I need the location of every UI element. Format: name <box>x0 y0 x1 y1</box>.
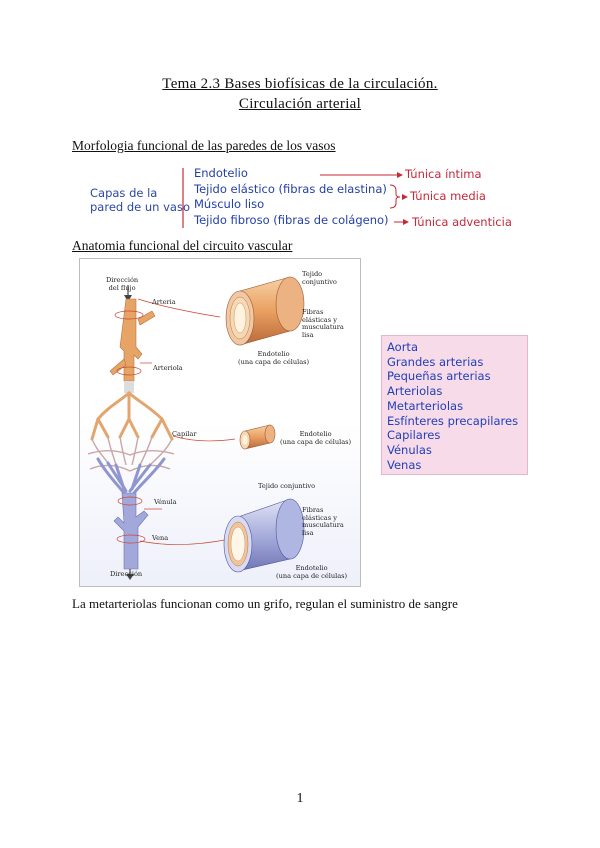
vessel-aorta: Aorta <box>387 340 418 354</box>
page-title-line1: Tema 2.3 Bases biofísicas de la circulac… <box>162 76 438 92</box>
label-fibras2-a: Fibras <box>302 506 324 514</box>
label-direccion-flujo-1: Dirección <box>106 276 139 284</box>
layers-list: Endotelio Tejido elástico (fibras de ela… <box>194 166 389 228</box>
label-fibras1-d: lisa <box>302 330 314 339</box>
artery-cross-section <box>225 276 305 346</box>
section-heading-morfologia: Morfologia funcional de las paredes de l… <box>72 138 336 153</box>
label-fibras2-d: lisa <box>302 528 314 537</box>
label-vena: Vena <box>152 534 169 542</box>
label-fibras1-b: elásticas y <box>302 315 337 324</box>
layer-tejido-elastico: Tejido elástico (fibras de elastina) <box>194 181 387 196</box>
vessel-pequenas-arterias: Pequeñas arterias <box>387 369 491 384</box>
layer-tejido-fibroso: Tejido fibroso (fibras de colágeno) <box>194 212 389 227</box>
tunica-intima: Túnica íntima <box>405 167 482 181</box>
label-fibras1-c: musculatura <box>302 323 344 331</box>
vessel-capilares: Capilares <box>387 428 441 443</box>
artery-trunk <box>119 298 143 382</box>
caps-label-line2: pared de un vaso <box>90 200 190 214</box>
label-endotelio3-b: (una capa de células) <box>276 571 348 580</box>
layers-brackets <box>182 168 409 228</box>
label-fibras1-a: Fibras <box>302 308 324 316</box>
label-venula: Vénula <box>154 498 177 506</box>
label-tejido1-b: conjuntivo <box>302 277 337 286</box>
tunica-adventicia: Túnica adventicia <box>412 215 512 229</box>
label-tejido1-a: Tejido <box>302 270 323 278</box>
layer-musculo-liso: Músculo liso <box>194 197 265 211</box>
label-arteriola: Arteriola <box>153 364 183 372</box>
tunica-media: Túnica media <box>410 189 486 203</box>
vascular-illustration <box>80 259 360 586</box>
label-endotelio1-b: (una capa de células) <box>238 357 310 366</box>
vessel-grandes-arterias: Grandes arterias <box>387 354 484 369</box>
label-fibras2-b: elásticas y <box>302 513 337 522</box>
label-direccion-flujo-2: del flujo <box>108 283 136 292</box>
vessel-metarteriolas: Metarteriolas <box>387 398 464 413</box>
vein-trunk <box>113 492 149 570</box>
vessel-types-box: Aorta Grandes arterias Pequeñas arterias… <box>381 335 528 475</box>
caps-label-line1: Capas de la <box>90 186 158 200</box>
label-endotelio1-a: Endotelio <box>257 350 290 358</box>
wall-layers-diagram: Capas de la pared de un vaso Endotelio T… <box>72 164 542 232</box>
label-capilar: Capilar <box>172 430 197 438</box>
body-paragraph: La metarteriolas funcionan como un grifo… <box>72 596 458 611</box>
layer-endotelio: Endotelio <box>194 166 248 180</box>
vessel-venulas: Vénulas <box>387 442 432 457</box>
vessel-esfinteres: Esfínteres precapilares <box>387 413 519 428</box>
label-endotelio2-b: (una capa de células) <box>280 437 352 446</box>
label-endotelio2-a: Endotelio <box>299 430 332 438</box>
capillary-cross-section <box>239 424 276 450</box>
page-title-line2: Circulación arterial <box>238 96 362 112</box>
label-direccion: Dirección <box>110 570 143 578</box>
vessel-venas: Venas <box>387 457 422 472</box>
vascular-circuit-figure: Dirección del flujo Arteria Arteriola Ca… <box>79 258 361 587</box>
vessel-arteriolas: Arteriolas <box>387 384 443 399</box>
caps-label: Capas de la pared de un vaso <box>90 186 190 214</box>
page-number: 1 <box>296 791 304 806</box>
label-tejido2: Tejido conjuntivo <box>258 482 316 490</box>
vein-cross-section <box>223 498 305 573</box>
label-fibras2-c: musculatura <box>302 521 344 529</box>
section-heading-anatomia: Anatomia funcional del circuito vascular <box>72 238 293 253</box>
label-endotelio3-a: Endotelio <box>295 564 328 572</box>
label-arteria: Arteria <box>152 298 176 306</box>
